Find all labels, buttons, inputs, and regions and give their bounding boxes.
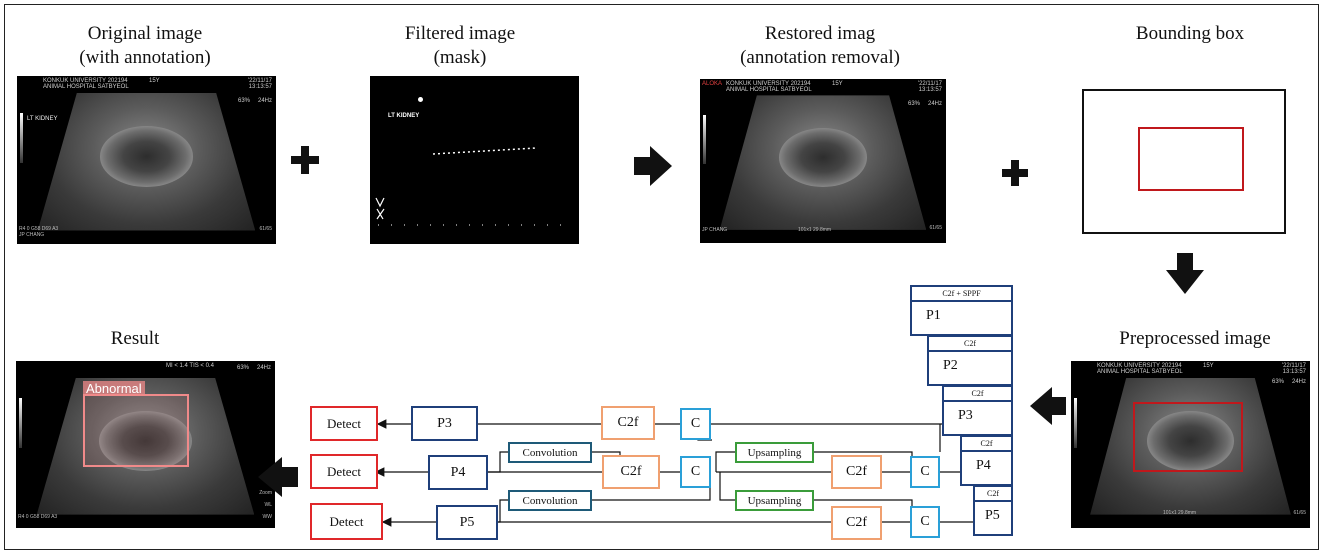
result-abnormal-label: Abnormal [83,381,145,396]
backbone-p5: P5 [973,502,1013,536]
title-original: Original image(with annotation) [79,23,211,68]
head-p3: P3 [411,406,478,441]
backbone-tag-c2f: C2f [942,385,1013,402]
arrow-down-icon [1166,253,1204,294]
concat-box: C [680,408,711,440]
convolution-box: Convolution [508,442,592,463]
concat-box: C [680,456,711,488]
plus-icon [1002,160,1028,186]
result-detection-box [83,394,189,467]
title-preprocessed: Preprocessed image [1119,328,1271,349]
original-ultrasound-image: KONKUK UNIVERSITY 202194 ANIMAL HOSPITAL… [17,76,276,244]
detect-box: Detect [310,503,383,540]
concat-box: C [910,506,940,538]
result-ultrasound-image: MI < 1.4 TIS < 0.4 63% 24Hz Abnormal Zoo… [16,361,275,528]
backbone-p1: P1 [910,302,1013,336]
detect-box: Detect [310,454,378,489]
upsampling-box: Upsampling [735,442,814,463]
arrow-right-icon [634,146,672,186]
c2f-box: C2f [602,455,660,489]
title-bounding-box: Bounding box [1135,23,1245,44]
backbone-tag-c2f: C2f [960,435,1013,452]
mask-dot [418,97,423,102]
c2f-box: C2f [831,506,882,540]
title-restored: Restored imag(annotation removal) [740,23,900,68]
upsampling-box: Upsampling [735,490,814,511]
backbone-p3: P3 [942,402,1013,436]
mask-label: LT KIDNEY [388,113,420,119]
title-filtered: Filtered image(mask) [404,23,516,68]
head-p5: P5 [436,505,498,540]
convolution-box: Convolution [508,490,592,511]
c2f-box: C2f [601,406,655,440]
concat-box: C [910,456,940,488]
backbone-tag-c2f: C2f [927,335,1013,352]
preprocessed-bbox [1133,402,1243,472]
mask-annotation-lines [375,147,570,226]
mask-image: LT KIDNEY [370,76,579,244]
plus-icon [291,146,319,174]
backbone-tag-c2f-sppf: C2f + SPPF [910,285,1013,302]
figure-frame [4,4,1319,550]
arrow-left-icon [258,457,298,497]
detect-box: Detect [310,406,378,441]
bounding-box-rect [1138,127,1244,191]
bounding-box-image [1082,89,1286,234]
backbone-tag-c2f: C2f [973,485,1013,502]
backbone-p4: P4 [960,452,1013,486]
c2f-box: C2f [831,455,882,489]
preprocessed-ultrasound-image: KONKUK UNIVERSITY 202194 ANIMAL HOSPITAL… [1071,361,1310,528]
restored-ultrasound-image: ALOKA KONKUK UNIVERSITY 202194 ANIMAL HO… [700,79,946,243]
backbone-p2: P2 [927,352,1013,386]
arrow-left-icon [1030,387,1066,425]
title-result: Result [110,328,160,349]
head-p4: P4 [428,455,488,490]
